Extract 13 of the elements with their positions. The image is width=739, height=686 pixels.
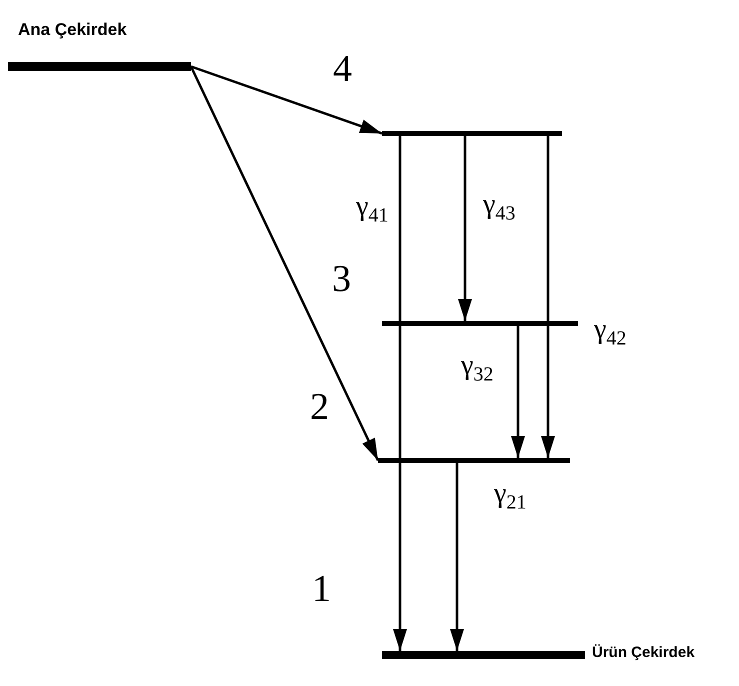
arrow xyxy=(393,136,407,651)
arrow xyxy=(511,326,525,458)
arrow xyxy=(458,136,472,321)
arrow xyxy=(541,136,555,458)
level-number: 2 xyxy=(310,388,329,426)
arrow xyxy=(190,66,380,462)
arrow xyxy=(190,65,382,135)
nucleus-label: Ana Çekirdek xyxy=(18,20,127,40)
level-number: 1 xyxy=(312,570,331,608)
level-number: 4 xyxy=(333,50,352,88)
arrow xyxy=(450,463,464,651)
level-number: 3 xyxy=(332,260,351,298)
nucleus-label: Ürün Çekirdek xyxy=(592,644,695,661)
